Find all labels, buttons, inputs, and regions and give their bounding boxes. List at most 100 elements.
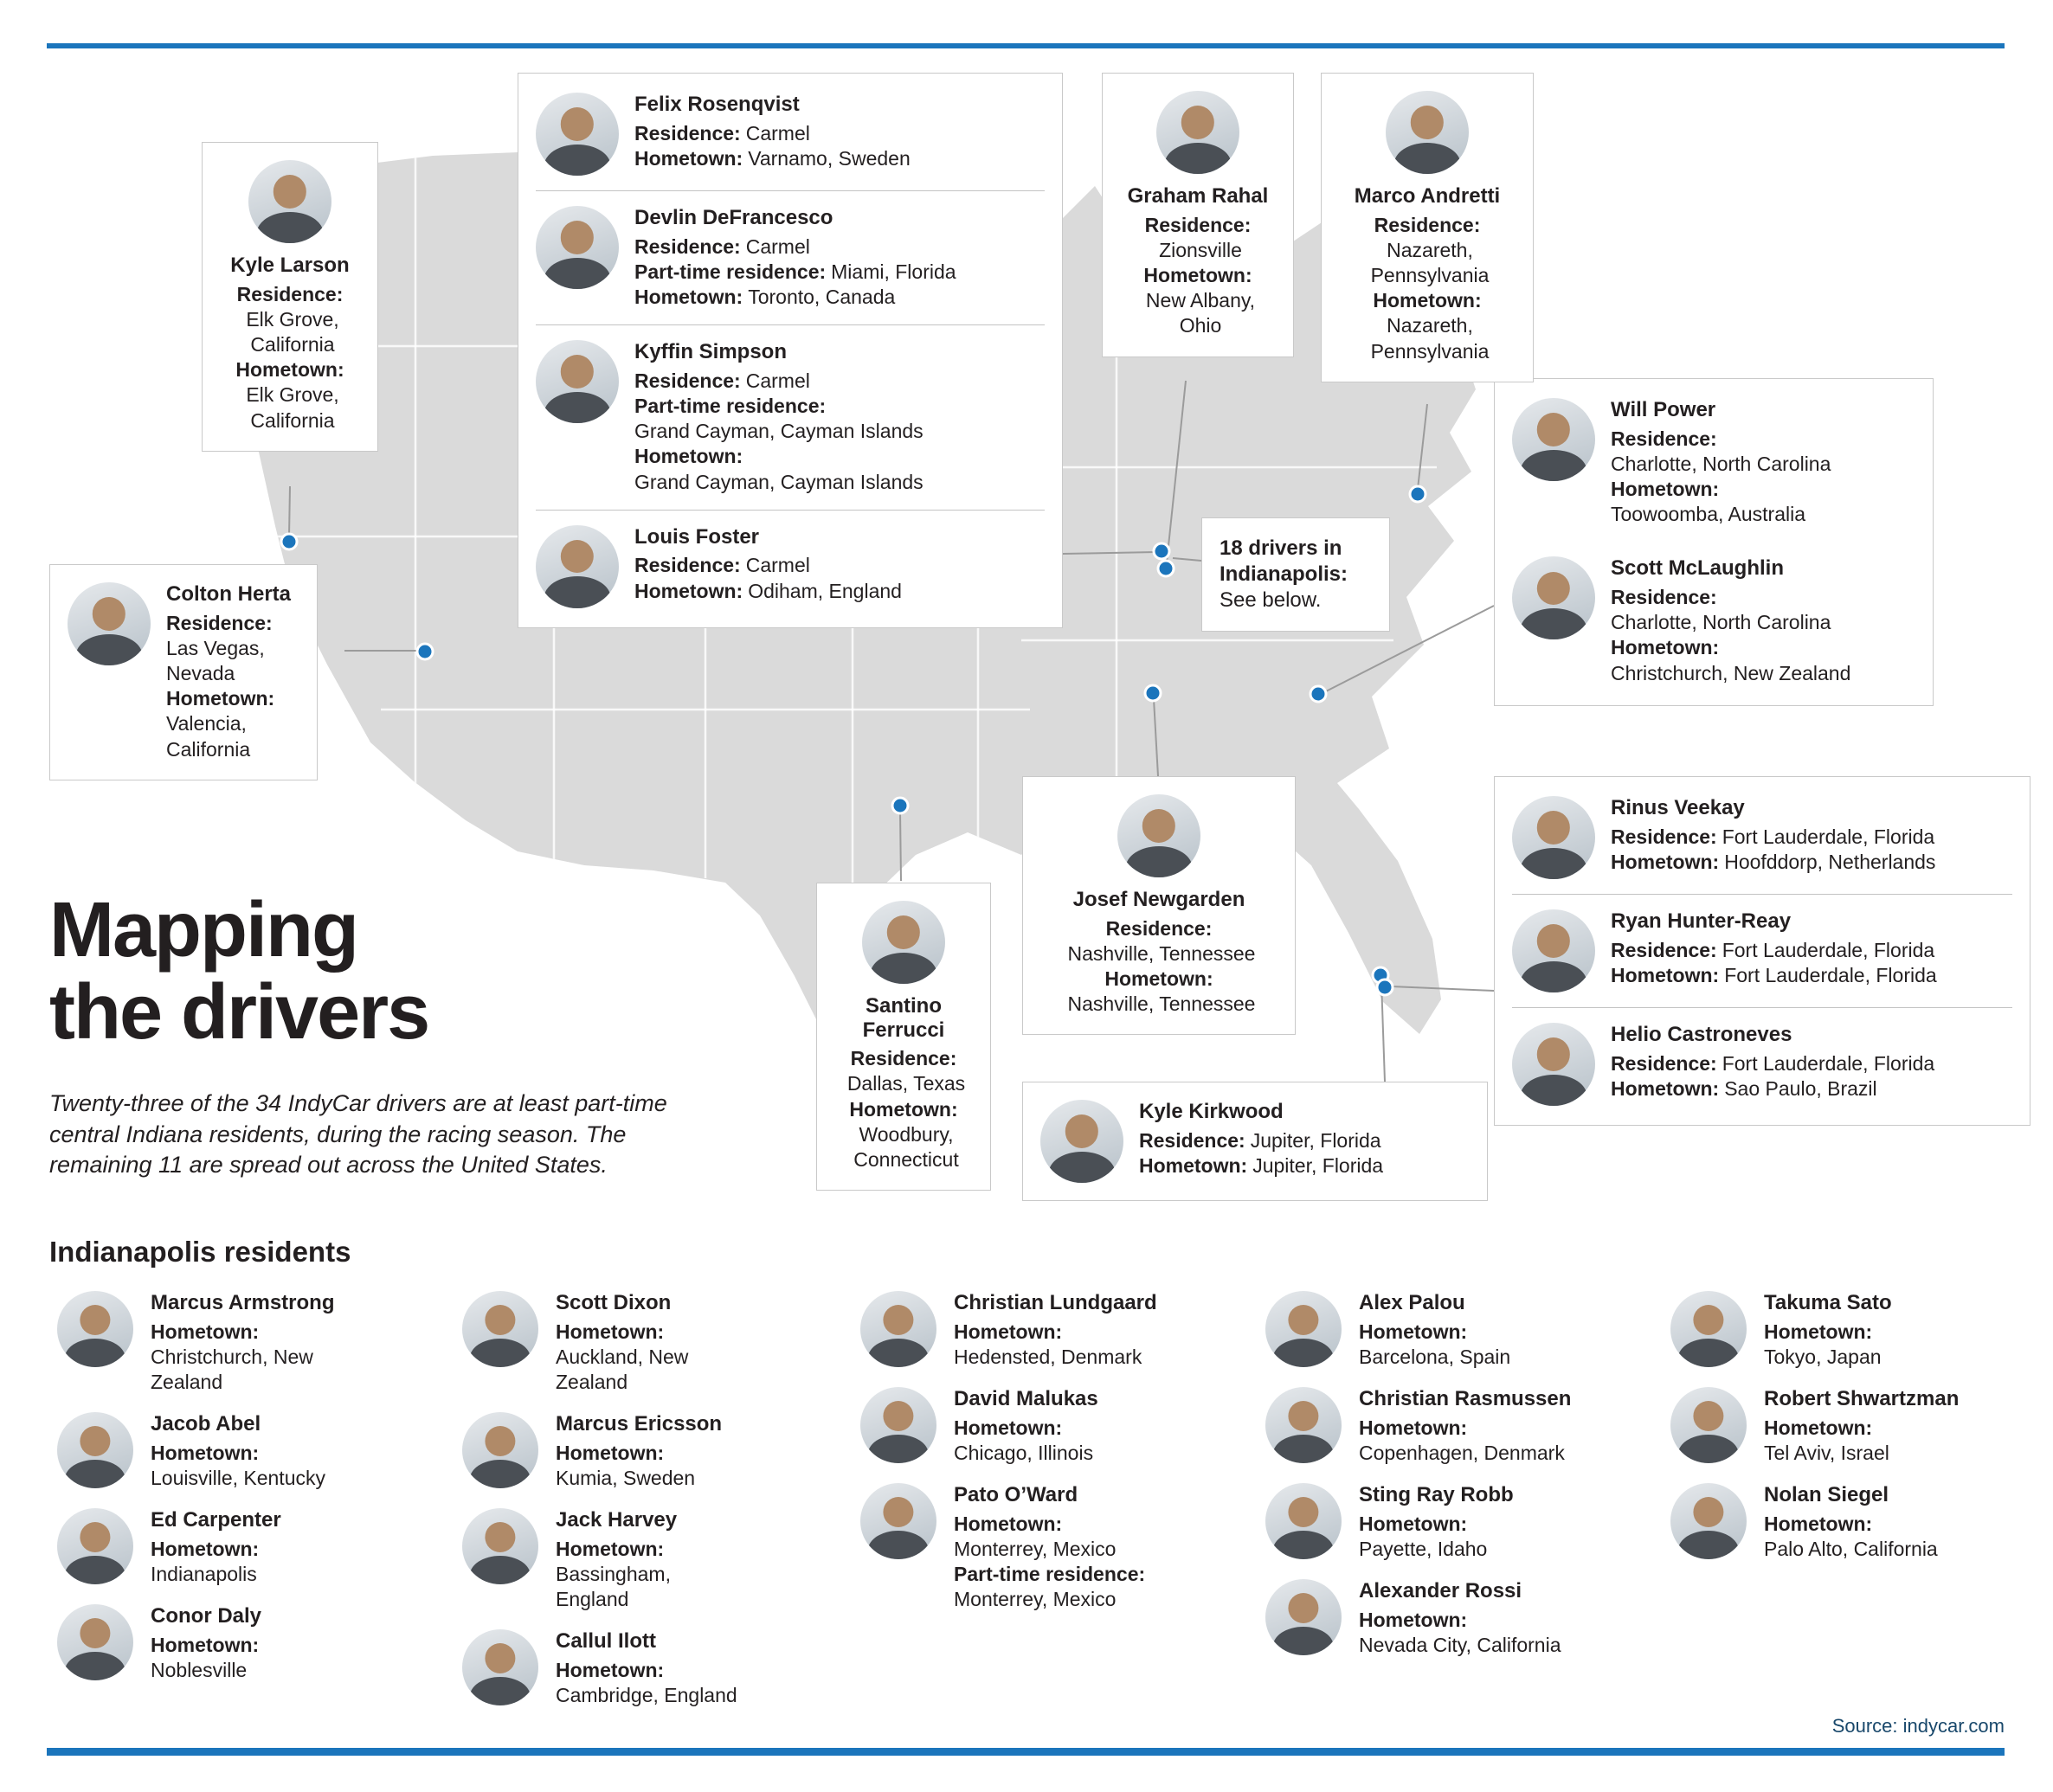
driver-photo xyxy=(57,1291,133,1367)
info-line: Hometown:Fort Lauderdale, Florida xyxy=(1611,963,1937,988)
info-label: Hometown: xyxy=(556,1537,665,1560)
info-line: Hometown:Chicago, Illinois xyxy=(954,1416,1098,1466)
info-line: Hometown:Tokyo, Japan xyxy=(1764,1320,1892,1370)
residents-heading: Indianapolis residents xyxy=(49,1236,351,1268)
driver-photo xyxy=(462,1508,538,1585)
info-line: Hometown:Odiham, England xyxy=(634,579,902,604)
driver-name: Marco Andretti xyxy=(1354,184,1501,208)
driver-photo xyxy=(1512,796,1595,879)
info-line: Part-time residence: Monterrey, Mexico xyxy=(954,1562,1145,1612)
info-line: Residence:Fort Lauderdale, Florida xyxy=(1611,1051,1934,1076)
info-label: Part-time residence: xyxy=(954,1563,1146,1585)
info-line: Hometown:Indianapolis xyxy=(151,1537,281,1587)
info-line: Hometown:Toronto, Canada xyxy=(634,285,956,310)
info-line: Residence:Dallas, Texas xyxy=(834,1046,973,1096)
residents-column-2: Scott Dixon Hometown:Auckland, New Zeala… xyxy=(462,1291,748,1725)
info-label: Residence: xyxy=(236,282,344,305)
driver-name: Marcus Ericsson xyxy=(556,1412,723,1436)
info-label: Residence: xyxy=(1611,427,1717,450)
driver-name: Takuma Sato xyxy=(1764,1291,1892,1314)
info-line: Hometown:Monterrey, Mexico xyxy=(954,1512,1145,1562)
driver-info: Conor Daly Hometown:Noblesville xyxy=(151,1604,261,1683)
driver-photo xyxy=(536,206,619,289)
info-line: Hometown:Valencia, California xyxy=(166,686,299,762)
info-value: Christchurch, New Zealand xyxy=(151,1345,313,1393)
info-label: Hometown: xyxy=(1611,478,1720,500)
info-value: Palo Alto, California xyxy=(1764,1537,1938,1560)
info-line: Hometown:Palo Alto, California xyxy=(1764,1512,1938,1562)
info-label: Hometown: xyxy=(556,1441,665,1464)
info-line: Hometown:Grand Cayman, Cayman Islands xyxy=(634,444,924,494)
info-label: Hometown: xyxy=(634,579,743,602)
driver-info: Ed Carpenter Hometown:Indianapolis xyxy=(151,1508,281,1587)
info-label: Hometown: xyxy=(1359,1512,1468,1535)
driver-name: Kyle Larson xyxy=(230,254,350,277)
driver-info: Felix Rosenqvist Residence:Carmel Hometo… xyxy=(634,93,911,171)
driver-photo xyxy=(1265,1483,1342,1559)
info-line: Hometown:Hoofddorp, Netherlands xyxy=(1611,850,1935,875)
info-value: Dallas, Texas xyxy=(846,1072,966,1095)
driver-info: Louis Foster Residence:Carmel Hometown:O… xyxy=(634,525,902,604)
driver-info: Jacob Abel Hometown:Louisville, Kentucky xyxy=(151,1412,325,1491)
driver-photo xyxy=(1265,1387,1342,1463)
callout-carmel-group: Felix Rosenqvist Residence:Carmel Hometo… xyxy=(518,73,1063,628)
driver-info: Robert Shwartzman Hometown:Tel Aviv, Isr… xyxy=(1764,1387,1959,1466)
info-label: Hometown: xyxy=(1764,1320,1873,1343)
driver-info: Jack Harvey Hometown:Bassingham, England xyxy=(556,1508,748,1612)
info-label: Hometown: xyxy=(634,286,743,308)
info-label: Residence: xyxy=(1139,1128,1245,1152)
info-line: Hometown:Noblesville xyxy=(151,1633,261,1683)
driver-info: Nolan Siegel Hometown:Palo Alto, Califor… xyxy=(1764,1483,1938,1562)
driver-entry: Scott McLaughlin Residence:Charlotte, No… xyxy=(1512,542,1915,687)
info-value: Auckland, New Zealand xyxy=(556,1345,689,1393)
driver-photo xyxy=(462,1629,538,1706)
note-bold-text: 18 drivers in Indianapolis: xyxy=(1220,536,1348,586)
info-value: Charlotte, North Carolina xyxy=(1611,452,1831,475)
resident-item: Pato O’Ward Hometown:Monterrey, Mexico P… xyxy=(860,1483,1166,1612)
callout-carolina-group: Will Power Residence:Charlotte, North Ca… xyxy=(1494,378,1934,706)
resident-item: David Malukas Hometown:Chicago, Illinois xyxy=(860,1387,1166,1466)
info-value: Carmel xyxy=(745,234,810,258)
info-label: Hometown: xyxy=(634,445,743,468)
driver-info: Ryan Hunter-Reay Residence:Fort Lauderda… xyxy=(1611,909,1937,988)
info-line: Hometown:Tel Aviv, Israel xyxy=(1764,1416,1959,1466)
dot-las-vegas xyxy=(415,642,434,661)
driver-name: Kyffin Simpson xyxy=(634,340,788,364)
info-line: Hometown:New Albany, Ohio xyxy=(1120,263,1276,339)
driver-photo xyxy=(1117,794,1200,877)
resident-item: Callul Ilott Hometown:Cambridge, England xyxy=(462,1629,748,1708)
driver-photo xyxy=(860,1483,936,1559)
driver-name: Ed Carpenter xyxy=(151,1508,281,1532)
driver-name: Felix Rosenqvist xyxy=(634,93,800,116)
info-label: Hometown: xyxy=(849,1097,958,1121)
info-value: Fort Lauderdale, Florida xyxy=(1722,938,1935,961)
info-label: Residence: xyxy=(634,234,741,258)
info-value: Woodbury, Connecticut xyxy=(853,1122,959,1171)
driver-name: Scott McLaughlin xyxy=(1611,556,1784,581)
info-line: Residence:Carmel xyxy=(634,369,924,394)
driver-photo xyxy=(462,1291,538,1367)
info-value: New Albany, Ohio xyxy=(1145,289,1256,337)
info-value: Fort Lauderdale, Florida xyxy=(1722,825,1935,848)
info-line: Hometown:Woodbury, Connecticut xyxy=(834,1097,973,1173)
driver-info: Takuma Sato Hometown:Tokyo, Japan xyxy=(1764,1291,1892,1370)
info-value: Nashville, Tennessee xyxy=(1067,941,1256,965)
driver-photo xyxy=(1265,1579,1342,1655)
driver-name: Colton Herta xyxy=(166,582,291,606)
info-line: Hometown:Kumia, Sweden xyxy=(556,1441,722,1491)
info-value: Toowoomba, Australia xyxy=(1611,503,1806,526)
info-label: Hometown: xyxy=(1359,1416,1468,1439)
driver-photo xyxy=(57,1604,133,1681)
info-line: Hometown:Nazareth, Pennsylvania xyxy=(1339,288,1516,364)
driver-name: Devlin DeFrancesco xyxy=(634,206,833,229)
info-label: Residence: xyxy=(634,369,741,392)
info-value: Monterrey, Mexico xyxy=(954,1588,1117,1611)
info-value: Zionsville xyxy=(1159,238,1242,261)
driver-info: Alexander Rossi Hometown:Nevada City, Ca… xyxy=(1359,1579,1561,1658)
driver-name: Pato O’Ward xyxy=(954,1483,1078,1506)
info-line: Residence:Nashville, Tennessee xyxy=(1040,916,1277,967)
driver-photo xyxy=(1512,398,1595,481)
info-label: Residence: xyxy=(1611,938,1717,961)
info-value: Jupiter, Florida xyxy=(1250,1128,1381,1152)
info-label: Hometown: xyxy=(954,1416,1063,1439)
